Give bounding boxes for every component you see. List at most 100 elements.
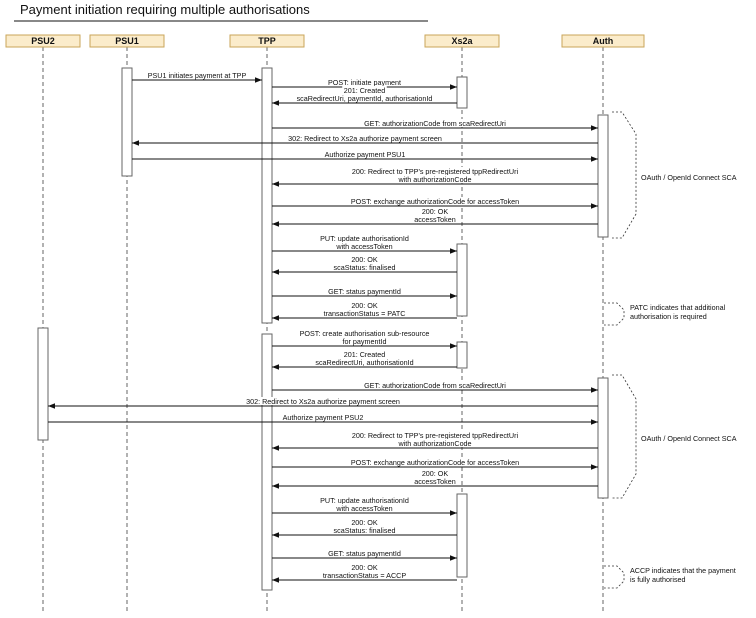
activation-xs2a-4	[456, 76, 468, 109]
message-6: Authorize payment PSU1	[132, 150, 598, 162]
message-label-bg	[244, 397, 402, 405]
activation-psu1-0	[121, 67, 133, 177]
message-label-bg	[333, 242, 395, 250]
message-label: with authorizationCode	[397, 439, 471, 448]
message-17: 302: Redirect to Xs2a authorize payment …	[48, 397, 598, 409]
message-7: 200: Redirect to TPP's pre-registered tp…	[272, 167, 598, 187]
message-5: 302: Redirect to Xs2a authorize payment …	[132, 134, 598, 146]
message-label: PUT: update authorisationId	[320, 234, 409, 243]
note-3: OAuth / OpenId Connect SCA	[612, 374, 737, 499]
message-label-bg	[333, 504, 395, 512]
message-19: 200: Redirect to TPP's pre-registered tp…	[272, 431, 598, 451]
message-label-bg	[395, 175, 474, 183]
message-label-bg	[350, 431, 521, 439]
message-label-bg	[322, 309, 407, 317]
note-text: OAuth / OpenId Connect SCA	[641, 173, 737, 182]
message-label-bg	[326, 287, 403, 295]
actor-auth: Auth	[561, 34, 645, 48]
message-label-bg	[362, 381, 508, 389]
message-label-bg	[321, 571, 408, 579]
message-14: POST: create authorisation sub-resourcef…	[272, 329, 457, 349]
actor-label: Xs2a	[451, 36, 473, 46]
message-label-bg	[281, 413, 365, 421]
activation-tpp-2	[261, 67, 273, 324]
message-label-bg	[342, 350, 387, 358]
message-12: GET: status paymentId	[272, 287, 457, 299]
message-16: GET: authorizationCode from scaRedirectU…	[272, 381, 598, 393]
message-label: 200: OK	[351, 301, 378, 310]
message-4: GET: authorizationCode from scaRedirectU…	[272, 119, 598, 131]
message-label-bg	[313, 358, 416, 366]
message-label: POST: exchange authorizationCode for acc…	[351, 458, 519, 467]
message-label: transactionStatus = ACCP	[323, 571, 407, 580]
message-label: Authorize payment PSU1	[325, 150, 406, 159]
activation-psu2-1	[37, 327, 49, 441]
note-text: OAuth / OpenId Connect SCA	[641, 434, 737, 443]
message-label-bg	[146, 71, 248, 79]
message-label: with authorizationCode	[397, 175, 471, 184]
note-brace	[612, 111, 637, 239]
message-label-bg	[326, 549, 403, 557]
message-1: PSU1 initiates payment at TPP	[132, 71, 262, 83]
message-label-bg	[349, 301, 380, 309]
message-label: PUT: update authorisationId	[320, 496, 409, 505]
actors: PSU2 PSU1 TPP Xs2a Auth	[5, 34, 645, 48]
message-label: 302: Redirect to Xs2a authorize payment …	[288, 134, 442, 143]
message-label: POST: create authorisation sub-resource	[300, 329, 430, 338]
activation-xs2a-5	[456, 243, 468, 317]
actor-box	[5, 34, 81, 48]
message-label-bg	[298, 329, 431, 337]
message-label-bg	[412, 215, 458, 223]
activation-auth-8	[597, 114, 609, 238]
message-label: 200: Redirect to TPP's pre-registered tp…	[352, 431, 519, 440]
activation-xs2a-6	[456, 341, 468, 369]
message-label: Authorize payment PSU2	[283, 413, 364, 422]
message-24: GET: status paymentId	[272, 549, 457, 561]
message-label: 201: Created	[344, 350, 386, 359]
note-text: PATC indicates that additional	[630, 303, 726, 312]
message-label: GET: status paymentId	[328, 287, 401, 296]
actor-box	[229, 34, 305, 48]
note-brace	[604, 302, 625, 326]
message-label: 200: OK	[351, 255, 378, 264]
actor-box	[89, 34, 165, 48]
message-label-bg	[362, 119, 508, 127]
message-label-bg	[420, 469, 450, 477]
note-1: OAuth / OpenId Connect SCA	[612, 111, 737, 239]
diagram-title: Payment initiation requiring multiple au…	[20, 2, 310, 17]
message-label: 302: Redirect to Xs2a authorize payment …	[246, 397, 400, 406]
message-label-bg	[341, 337, 388, 345]
activation-bars	[37, 67, 609, 591]
message-label: transactionStatus = PATC	[324, 309, 406, 318]
actor-tpp: TPP	[229, 34, 305, 48]
message-label: 200: OK	[351, 563, 378, 572]
message-label: PSU1 initiates payment at TPP	[148, 71, 247, 80]
message-label-bg	[318, 234, 411, 242]
message-label: accessToken	[414, 477, 456, 486]
message-label: POST: exchange authorizationCode for acc…	[351, 197, 519, 206]
message-label: GET: authorizationCode from scaRedirectU…	[364, 381, 506, 390]
message-label-bg	[349, 518, 380, 526]
actor-psu1: PSU1	[89, 34, 165, 48]
message-label-bg	[295, 94, 434, 102]
message-label-bg	[332, 526, 397, 534]
actor-label: PSU2	[31, 36, 55, 46]
message-label-bg	[420, 207, 450, 215]
message-label: with accessToken	[335, 504, 392, 513]
message-label: scaStatus: finalised	[334, 526, 396, 535]
message-label-bg	[323, 150, 407, 158]
message-label-bg	[349, 458, 521, 466]
message-18: Authorize payment PSU2	[48, 413, 598, 425]
message-label-bg	[332, 263, 397, 271]
note-text: authorisation is required	[630, 312, 707, 321]
actor-box	[424, 34, 500, 48]
